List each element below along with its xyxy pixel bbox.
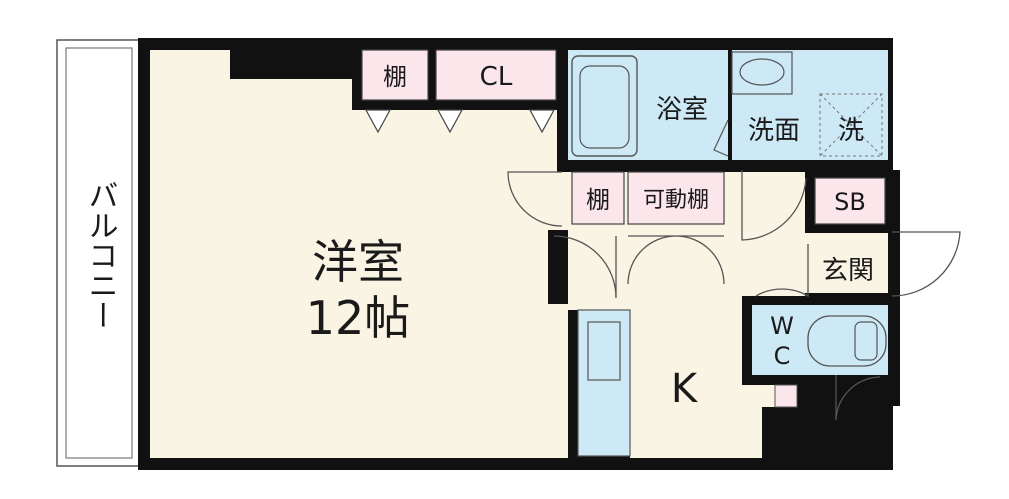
kitchen-floor	[568, 172, 805, 458]
label-room-size: 12帖	[306, 291, 411, 345]
label-shelf-mid: 棚	[586, 186, 610, 214]
washer-space	[819, 93, 883, 157]
shoe-box	[814, 177, 886, 225]
label-movable-shelf: 可動棚	[643, 188, 709, 213]
bathtub	[571, 55, 638, 157]
label-washer: 洗	[838, 116, 864, 146]
door-swings	[507, 170, 961, 421]
sink	[731, 51, 793, 95]
toilet-vent	[774, 384, 798, 408]
kitchen-counter	[577, 309, 631, 457]
label-western-room: 洋室	[312, 235, 404, 289]
shelf-mid	[571, 171, 625, 225]
label-closet: CL	[480, 62, 513, 92]
label-shelf-top: 棚	[383, 63, 407, 91]
label-toilet-w: W	[770, 312, 794, 340]
closet	[435, 49, 557, 101]
label-bathroom: 浴室	[656, 95, 708, 125]
entrance-floor	[805, 233, 888, 293]
label-balcony: バルコニー	[83, 180, 118, 330]
label-entrance: 玄関	[822, 256, 874, 286]
western-room-floor	[150, 50, 568, 458]
toilet-bowl	[807, 315, 887, 367]
label-toilet-c: C	[774, 342, 791, 370]
label-shoe-box: SB	[834, 188, 866, 216]
label-washroom: 洗面	[748, 116, 800, 146]
shelf-top	[361, 49, 429, 101]
label-kitchen: K	[671, 366, 699, 412]
movable-shelf	[627, 171, 725, 225]
balcony	[56, 39, 148, 467]
